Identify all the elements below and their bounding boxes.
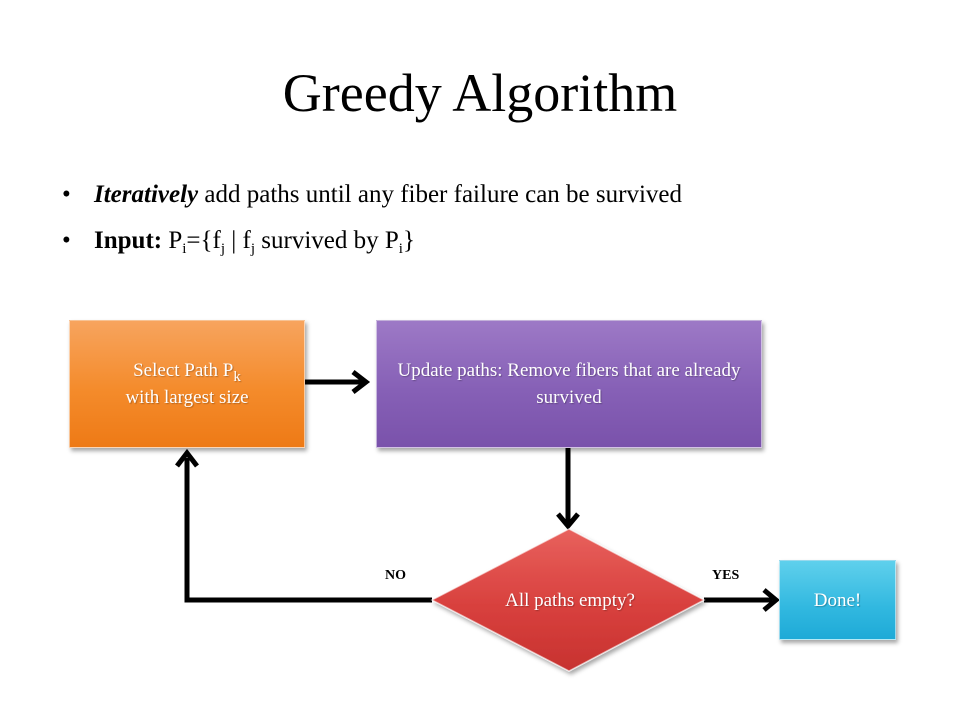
label-no: NO bbox=[385, 568, 406, 583]
select-path-box: Select Path Pk with largest size bbox=[69, 320, 305, 448]
formula-close: } bbox=[402, 227, 415, 254]
bullet-list: • Iteratively add paths until any fiber … bbox=[62, 172, 922, 264]
bullet-marker: • bbox=[62, 227, 71, 254]
bullet-marker: • bbox=[62, 181, 71, 208]
update-paths-text: Update paths: Remove fibers that are alr… bbox=[397, 360, 741, 408]
select-path-line1: Select Path P bbox=[133, 360, 234, 381]
formula-p: P bbox=[168, 227, 183, 254]
done-box: Done! bbox=[779, 560, 896, 640]
bullet-emphasis: Iteratively bbox=[94, 181, 199, 208]
bullet-lead: Input: bbox=[94, 227, 163, 254]
slide-title: Greedy Algorithm bbox=[282, 63, 678, 123]
bullet-item-input: • Input: Pi={fj | fj survived by Pi} bbox=[62, 218, 922, 264]
formula-sub-j: j bbox=[220, 241, 226, 257]
select-path-sub: k bbox=[233, 369, 241, 385]
select-path-line2: with largest size bbox=[125, 387, 249, 408]
update-paths-box: Update paths: Remove fibers that are alr… bbox=[376, 320, 762, 448]
bullet-text: add paths until any fiber failure can be… bbox=[198, 181, 683, 208]
formula-bar: | f bbox=[225, 227, 251, 254]
formula-rest: survived by P bbox=[255, 227, 399, 254]
formula-sub-i: i bbox=[182, 241, 187, 257]
decision-text: All paths empty? bbox=[505, 589, 635, 611]
arrow-select-to-update bbox=[305, 370, 371, 394]
arrow-no-to-select bbox=[175, 448, 432, 603]
label-yes: YES bbox=[712, 568, 740, 583]
arrow-yes-to-done bbox=[704, 588, 780, 612]
decision-diamond bbox=[430, 528, 706, 672]
bullet-item-iteratively: • Iteratively add paths until any fiber … bbox=[62, 172, 922, 218]
formula-sub-j2: j bbox=[250, 241, 256, 257]
done-text: Done! bbox=[813, 589, 862, 611]
formula-eq: ={f bbox=[186, 227, 221, 254]
formula-sub-i2: i bbox=[398, 241, 403, 257]
arrow-update-to-decision bbox=[556, 448, 580, 530]
